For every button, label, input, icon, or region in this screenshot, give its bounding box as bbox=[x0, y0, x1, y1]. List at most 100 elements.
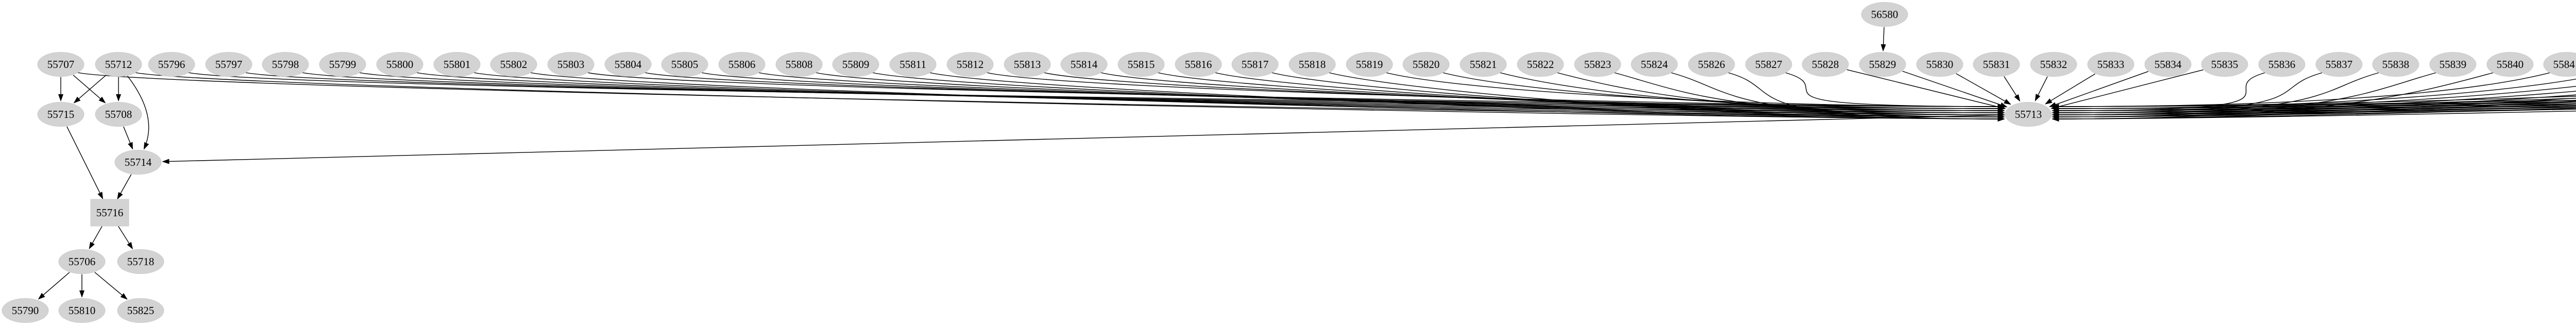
node-ellipse-shape bbox=[1745, 52, 1792, 77]
graph-edge-55831-55713 bbox=[2004, 76, 2021, 102]
graph-node-55829: 55829 bbox=[1859, 52, 1906, 77]
node-ellipse-shape bbox=[2144, 52, 2192, 77]
graph-node-55832: 55832 bbox=[2030, 52, 2077, 77]
node-label: 55831 bbox=[1983, 58, 2010, 71]
node-ellipse-shape bbox=[1231, 52, 1279, 77]
graph-edge-55817-55713 bbox=[1269, 72, 2005, 119]
graph-node-55805: 55805 bbox=[661, 52, 708, 77]
node-label: 55716 bbox=[96, 206, 124, 219]
node-label: 56580 bbox=[1871, 8, 1899, 21]
node-ellipse-shape bbox=[1460, 52, 1507, 77]
node-label: 55832 bbox=[2040, 58, 2067, 71]
node-label: 55835 bbox=[2211, 58, 2239, 71]
graph-edge-55833-55713 bbox=[2045, 73, 2096, 105]
node-label: 55837 bbox=[2326, 58, 2353, 71]
graph-edge-55712-55715 bbox=[73, 75, 107, 104]
graph-node-55828: 55828 bbox=[1802, 52, 1849, 77]
node-ellipse-shape bbox=[1688, 52, 1735, 77]
graph-edge-55844-55713 bbox=[2052, 91, 2576, 115]
node-label: 55809 bbox=[842, 58, 870, 71]
graph-node-55803: 55803 bbox=[547, 52, 595, 77]
graph-edge-55791-55713 bbox=[2052, 101, 2576, 109]
node-ellipse-shape bbox=[604, 52, 652, 77]
graph-edge-55836-55713 bbox=[2052, 72, 2268, 113]
node-ellipse-shape bbox=[1517, 52, 1564, 77]
node-label: 55827 bbox=[1755, 58, 1783, 71]
graph-edge-55828-55713 bbox=[1846, 69, 2006, 110]
graph-node-55808: 55808 bbox=[775, 52, 823, 77]
graph-node-55834: 55834 bbox=[2144, 52, 2192, 77]
graph-edge-55795-55713 bbox=[2052, 109, 2576, 117]
node-label: 55812 bbox=[957, 58, 984, 71]
graph-edge-56580-55829 bbox=[1880, 27, 1886, 52]
node-label: 55706 bbox=[69, 255, 96, 268]
node-ellipse-shape bbox=[262, 52, 309, 77]
node-ellipse-shape bbox=[114, 150, 162, 175]
node-box-shape bbox=[90, 199, 129, 227]
graph-node-55826: 55826 bbox=[1688, 52, 1735, 77]
graph-node-55715: 55715 bbox=[37, 102, 84, 127]
graph-edge-55835-55713 bbox=[2050, 69, 2204, 110]
graph-node-55811: 55811 bbox=[889, 52, 937, 77]
node-ellipse-shape bbox=[2543, 52, 2576, 77]
node-ellipse-shape bbox=[1289, 52, 1336, 77]
graph-edge-55824-55713 bbox=[1668, 72, 2005, 119]
graph-node-55819: 55819 bbox=[1346, 52, 1393, 77]
node-label: 55798 bbox=[272, 58, 299, 71]
node-ellipse-shape bbox=[2258, 52, 2306, 77]
graph-node-55799: 55799 bbox=[319, 52, 366, 77]
graph-edge-55816-55713 bbox=[1212, 72, 2005, 117]
node-label: 55805 bbox=[671, 58, 699, 71]
node-label: 55804 bbox=[615, 58, 642, 71]
graph-node-55836: 55836 bbox=[2258, 52, 2306, 77]
node-ellipse-shape bbox=[490, 52, 537, 77]
graph-node-55797: 55797 bbox=[205, 52, 252, 77]
node-ellipse-shape bbox=[2005, 102, 2052, 127]
node-ellipse-shape bbox=[2201, 52, 2248, 77]
graph-node-55817: 55817 bbox=[1231, 52, 1279, 77]
graph-edge-55839-55713 bbox=[2052, 72, 2439, 119]
graph-edge-55716-55706 bbox=[89, 225, 103, 250]
graph-node-55714: 55714 bbox=[114, 150, 162, 175]
node-label: 55718 bbox=[127, 255, 155, 268]
node-ellipse-shape bbox=[2030, 52, 2077, 77]
graph-node-55833: 55833 bbox=[2087, 52, 2134, 77]
graph-node-55713: 55713 bbox=[2005, 102, 2052, 127]
node-ellipse-shape bbox=[37, 52, 84, 77]
node-label: 55828 bbox=[1812, 58, 1839, 71]
graph-node-55831: 55831 bbox=[1973, 52, 2020, 77]
node-label: 55715 bbox=[47, 108, 75, 121]
graph-node-55812: 55812 bbox=[946, 52, 994, 77]
graph-node-55840: 55840 bbox=[2486, 52, 2534, 77]
node-label: 55713 bbox=[2015, 108, 2042, 121]
node-label: 55814 bbox=[1071, 58, 1098, 71]
graph-edge-55708-55714 bbox=[123, 126, 133, 150]
graph-edge-55837-55713 bbox=[2052, 72, 2325, 115]
graph-edge-55845-55713 bbox=[2052, 94, 2576, 117]
graph-edge-55854-55713 bbox=[2052, 108, 2576, 122]
node-label: 55841 bbox=[2553, 58, 2576, 71]
node-label: 55803 bbox=[557, 58, 585, 71]
graph-edge-55840-55713 bbox=[2052, 72, 2496, 122]
graph-node-56580: 56580 bbox=[1861, 2, 1908, 27]
graph-edge-55820-55713 bbox=[1440, 72, 2005, 111]
node-ellipse-shape bbox=[1861, 2, 1908, 27]
node-ellipse-shape bbox=[117, 249, 164, 274]
graph-edge-55814-55713 bbox=[1098, 72, 2005, 113]
node-label: 55825 bbox=[127, 304, 155, 317]
graph-edge-55830-55713 bbox=[1956, 73, 2011, 105]
node-ellipse-shape bbox=[1402, 52, 1450, 77]
graph-edge-55712-55714 bbox=[127, 76, 149, 150]
graph-edge-55713-55714 bbox=[162, 114, 2005, 164]
graph-node-55790: 55790 bbox=[2, 298, 49, 323]
graph-edge-55793-55713 bbox=[2052, 105, 2576, 113]
graph-edge-55815-55713 bbox=[1155, 72, 2005, 115]
graph-edge-55794-55713 bbox=[2052, 107, 2576, 115]
node-label: 55800 bbox=[386, 58, 414, 71]
node-label: 55712 bbox=[105, 58, 132, 71]
graph-node-55841: 55841 bbox=[2543, 52, 2576, 77]
node-ellipse-shape bbox=[547, 52, 595, 77]
graph-node-55820: 55820 bbox=[1402, 52, 1450, 77]
node-label: 55802 bbox=[500, 58, 528, 71]
